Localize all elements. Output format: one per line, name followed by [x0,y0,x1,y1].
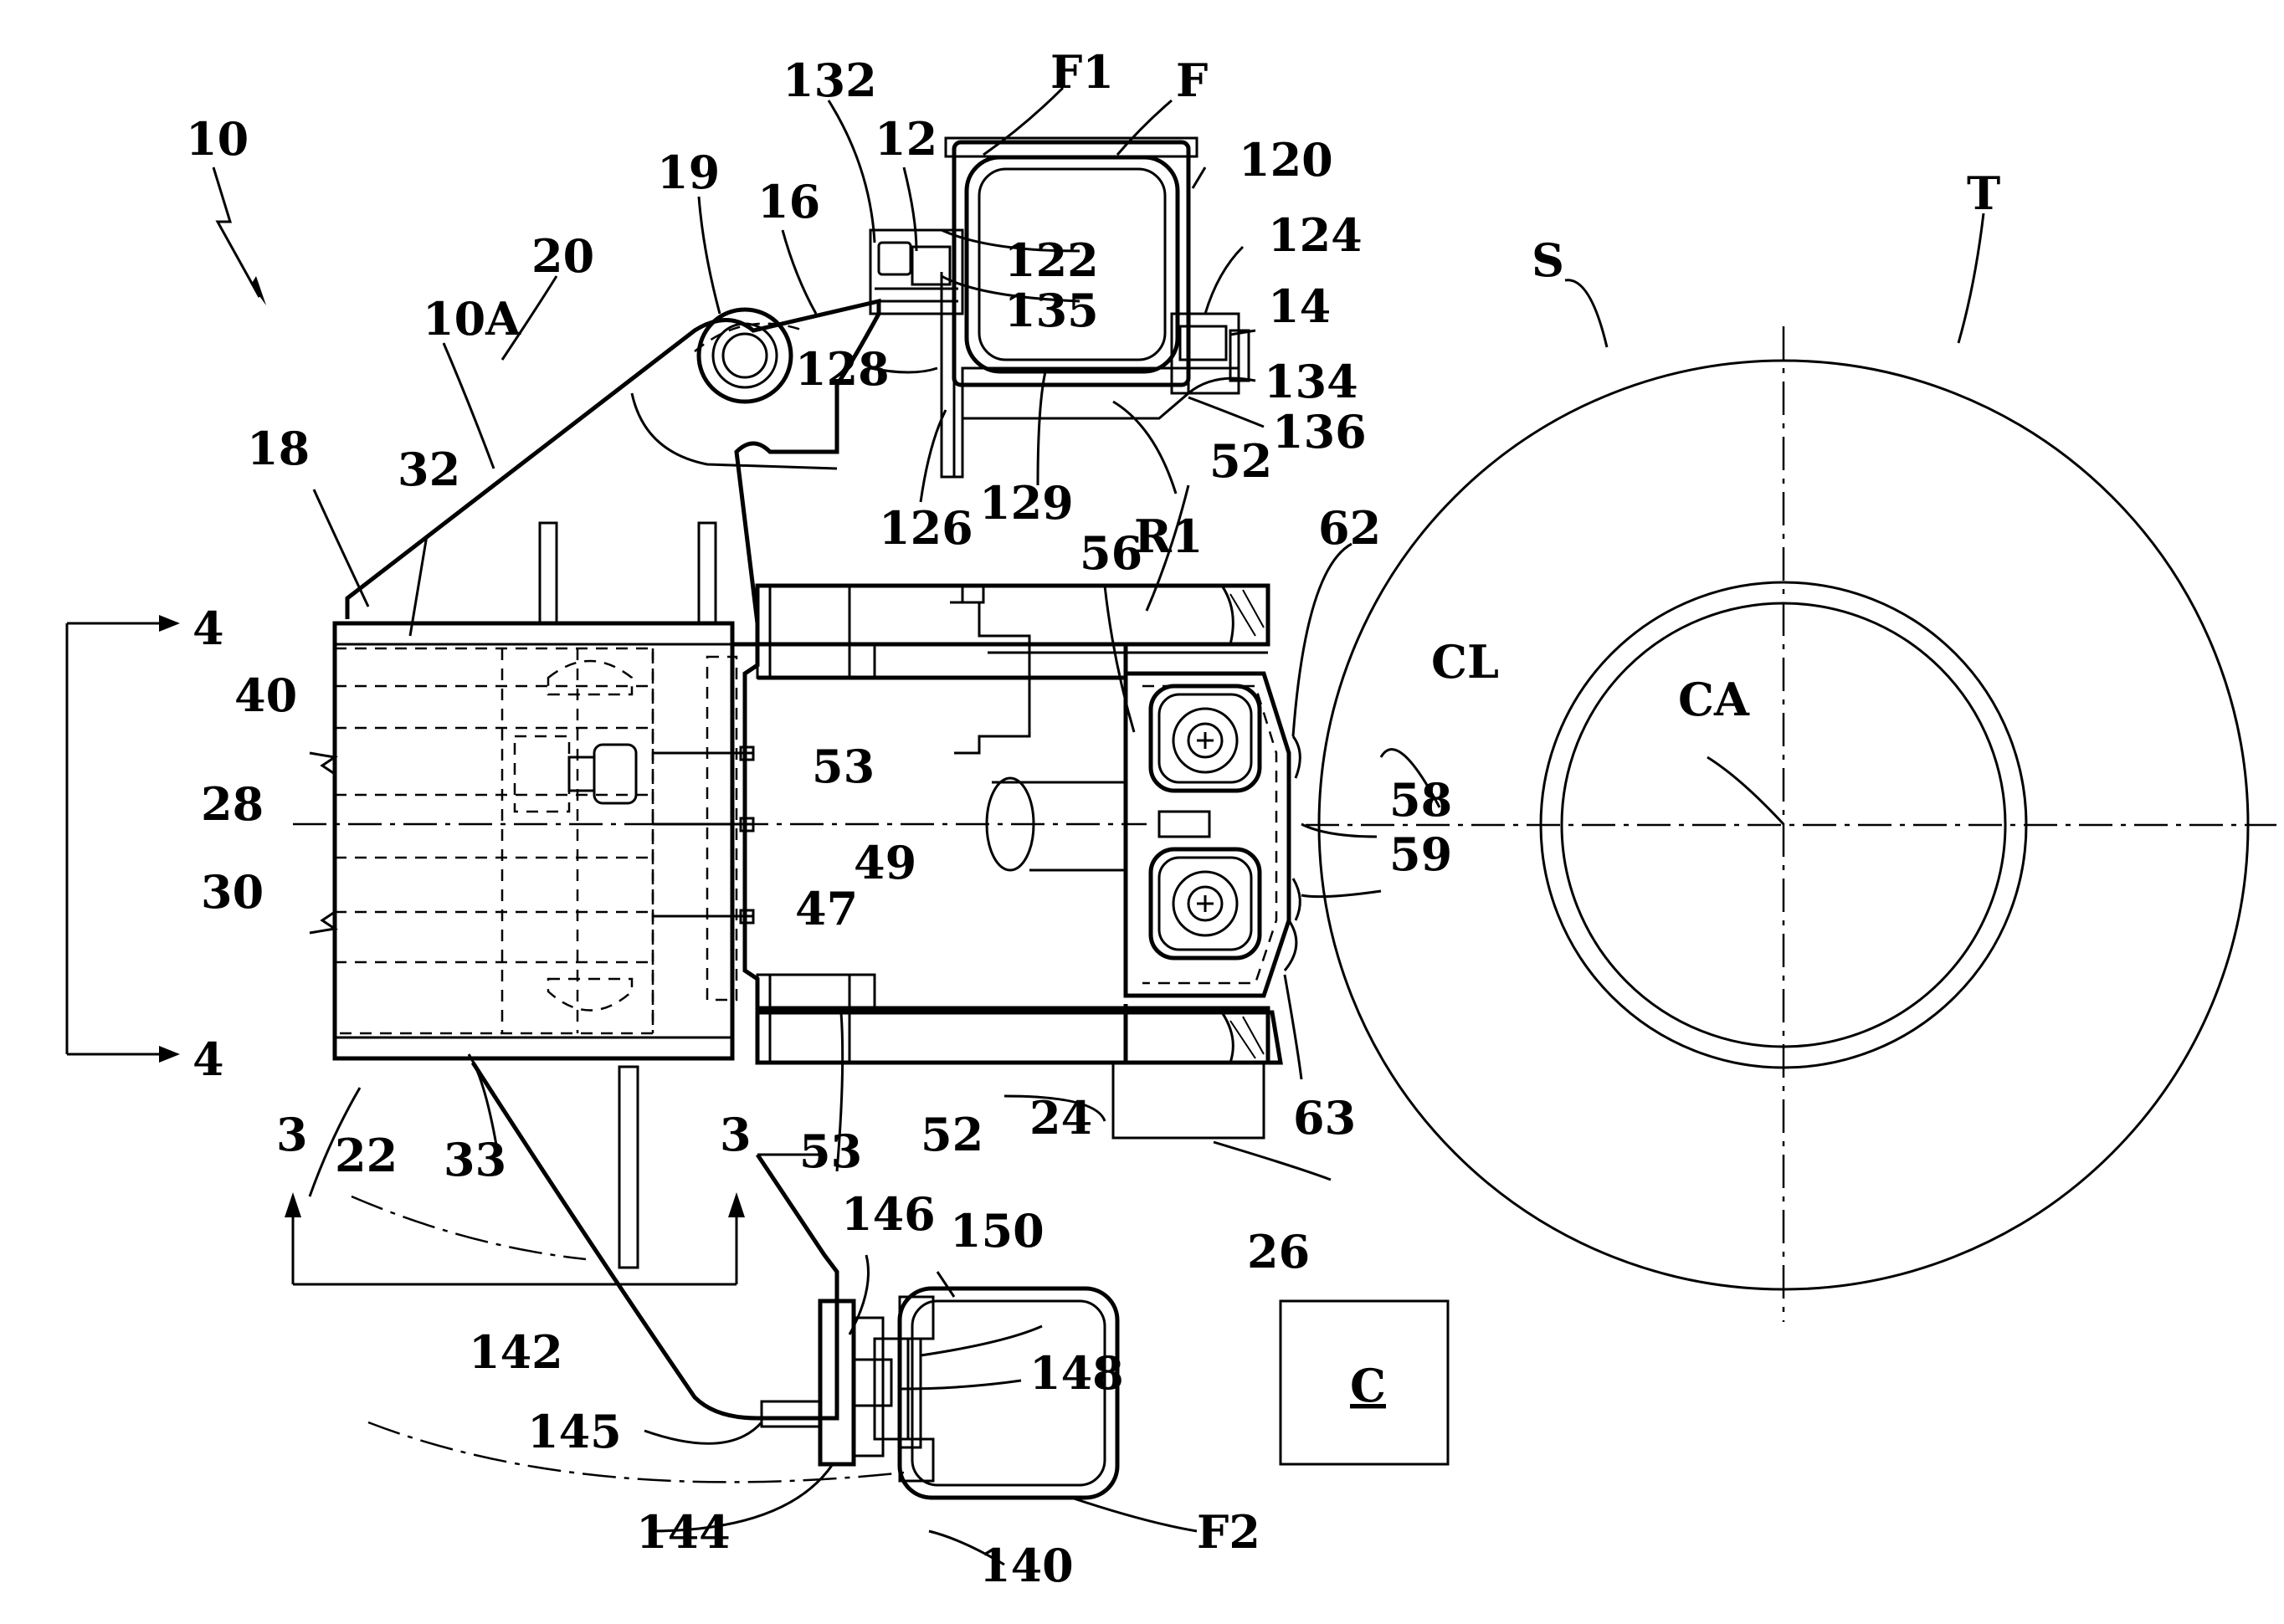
label-3-right: 3 [720,1108,752,1161]
phantom-arc-upper [352,1196,586,1259]
label-47: 47 [795,882,858,935]
label-16: 16 [757,175,820,228]
label-28: 28 [201,777,264,831]
label-146: 146 [841,1187,936,1241]
label-120: 120 [1239,133,1333,187]
roller-58 [1151,686,1260,791]
head-outline [732,644,1281,1063]
label-124: 124 [1268,208,1363,262]
label-144: 144 [636,1505,731,1559]
label-122: 122 [1004,233,1099,287]
label-58: 58 [1389,773,1452,827]
label-128: 128 [795,342,890,396]
label-62: 62 [1318,501,1381,555]
label-32: 32 [398,443,460,496]
label-4-top: 4 [192,602,224,655]
label-135: 135 [1004,284,1099,337]
label-F: F [1176,54,1208,107]
label-F2: F2 [1197,1505,1260,1559]
label-132: 132 [783,54,877,107]
bracket-26 [1113,1063,1264,1138]
label-12: 12 [875,112,937,166]
label-53-top: 53 [812,740,875,793]
main-body-outline [335,623,732,1058]
break-line-bottom [310,912,335,933]
label-10: 10 [186,112,249,166]
label-53-bottom: 53 [799,1125,862,1178]
label-19: 19 [657,146,720,199]
head-24 [732,586,1300,1138]
label-40: 40 [234,669,297,722]
label-S: S [1532,233,1564,287]
label-150: 150 [950,1204,1044,1258]
label-CA: CA [1678,673,1750,726]
label-R1: R1 [1134,510,1203,563]
label-30: 30 [201,865,264,919]
label-145: 145 [527,1405,622,1458]
label-18: 18 [247,422,310,475]
label-148: 148 [1029,1346,1124,1400]
label-C: C [1350,1359,1386,1412]
label-63: 63 [1293,1091,1356,1145]
label-56: 56 [1080,526,1142,580]
label-52-top: 52 [1209,434,1272,488]
label-20: 20 [531,229,594,283]
label-134: 134 [1264,355,1358,408]
label-CL: CL [1431,635,1499,689]
label-4-bottom: 4 [192,1032,224,1086]
rod-bottom [619,1067,638,1268]
label-126: 126 [879,501,973,555]
label-49: 49 [854,836,916,889]
lower-rail-52 [757,1008,1268,1063]
label-14: 14 [1268,279,1331,333]
label-140: 140 [979,1539,1074,1592]
break-line-top [310,753,335,774]
label-129: 129 [979,476,1074,530]
label-10A: 10A [423,292,521,346]
label-33: 33 [444,1133,506,1186]
phantom-arc-lower [368,1422,904,1482]
tube-stub [992,782,1126,870]
label-52-bottom: 52 [921,1108,983,1161]
roller-59 [1151,849,1260,958]
label-3-left: 3 [276,1108,308,1161]
label-22: 22 [335,1129,398,1182]
label-26: 26 [1247,1225,1310,1278]
rod-left [540,523,557,623]
label-142: 142 [469,1325,563,1379]
label-59: 59 [1389,827,1452,881]
label-24: 24 [1029,1091,1092,1145]
rod-right [699,523,716,623]
label-F1: F1 [1050,45,1114,99]
pivot-19-inner [723,334,767,377]
section-lines [67,615,745,1284]
label-T: T [1967,166,2000,220]
label-136: 136 [1272,405,1367,459]
reference-labels: 10 19 20 10A 16 132 12 F1 F 120 122 124 … [186,45,2000,1592]
